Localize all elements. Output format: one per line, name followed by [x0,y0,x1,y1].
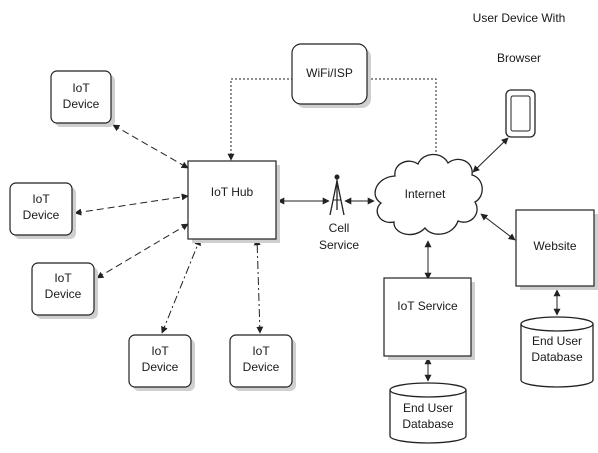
connector-wifi-internet [367,78,440,163]
iot-device-5: IoT Device [229,334,296,391]
iot-device-1-line1: IoT [72,81,90,95]
iot-device-4-line2: Device [142,360,179,374]
connector-device1-hub [112,124,189,169]
iot-device-5-line1: IoT [252,344,270,358]
iot-device-4: IoT Device [128,334,195,391]
iot-device-4-line1: IoT [151,344,169,358]
iot-device-3: IoT Device [31,262,98,319]
wifi-isp-label: WiFi/ISP [306,66,353,80]
db-1-line1: End User [403,401,453,415]
internet-label: Internet [405,187,446,201]
cell-service-line2: Service [319,238,359,252]
iot-hub-label: IoT Hub [211,185,254,199]
iot-device-1: IoT Device [50,70,115,127]
connector-device5-hub [253,238,264,334]
connectors [74,78,561,382]
iot-device-3-line2: Device [45,287,82,301]
connector-internet-userdevice [472,137,509,173]
iot-device-2-line1: IoT [32,192,50,206]
connector-wifi-hub [227,78,293,161]
cloud-icon [374,153,483,236]
internet-cloud: Internet [374,153,483,236]
connector-device4-hub [161,238,201,334]
db-2-line1: End User [532,334,582,348]
cell-service-line1: Cell [329,221,350,235]
website-node: Website [515,209,598,290]
user-device-node: User Device With Browser [473,11,566,138]
database-icon-1: End User Database [389,382,467,444]
connector-device3-hub [96,223,189,279]
iot-device-5-line2: Device [243,360,280,374]
wifi-isp-node: WiFi/ISP [291,43,371,108]
cell-tower-icon [329,174,345,216]
phone-icon [505,89,536,138]
iot-device-2: IoT Device [9,182,76,239]
db-2-line2: Database [531,350,583,364]
iot-device-2-line2: Device [23,208,60,222]
iot-device-1-line2: Device [63,97,100,111]
connector-internet-website [480,213,516,241]
db-1-line2: Database [402,417,454,431]
iot-device-3-line1: IoT [54,271,72,285]
iot-hub-node: IoT Hub [187,160,280,243]
user-device-label-line1: User Device With [473,11,566,25]
website-label: Website [533,239,576,253]
database-icon-2: End User Database [520,316,594,388]
user-device-label-line2: Browser [497,51,541,65]
connector-device2-hub [74,193,189,216]
iot-service-label: IoT Service [397,299,458,313]
iot-service-node: IoT Service [383,277,475,360]
